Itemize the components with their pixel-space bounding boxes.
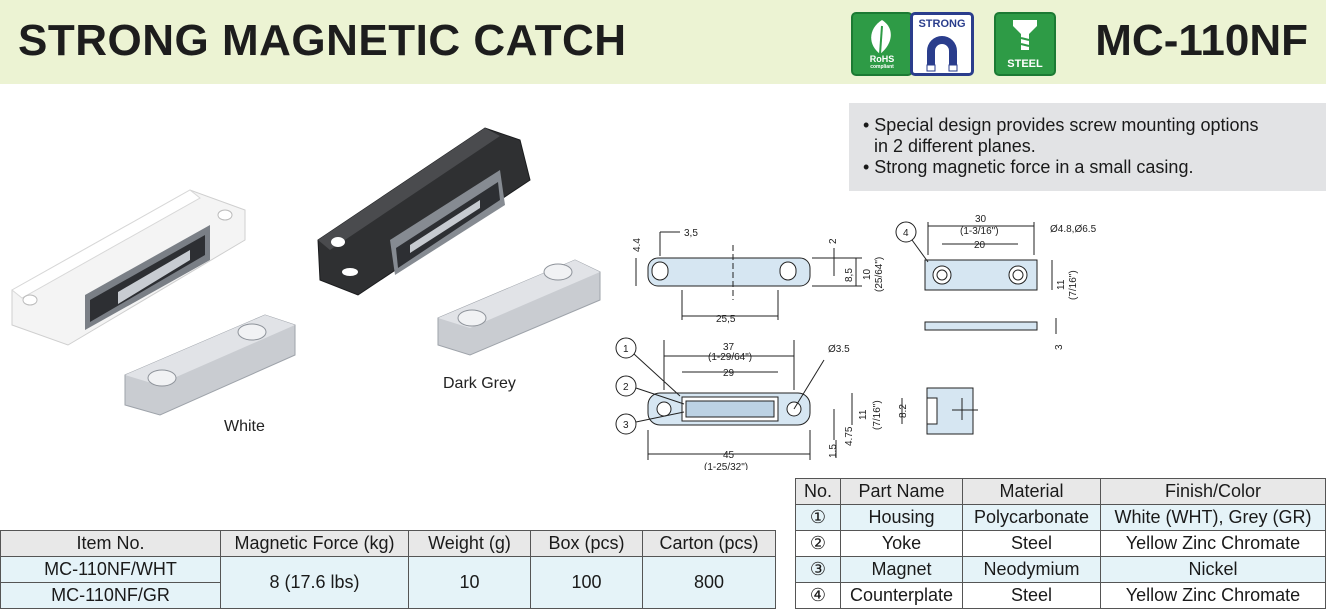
column-header: Carton (pcs) <box>642 530 776 557</box>
feature-box: • Special design provides screw mounting… <box>849 103 1326 191</box>
dim-label: 37 <box>723 342 735 353</box>
dim-label: 8,5 <box>844 268 855 282</box>
box-qty-cell: 100 <box>530 556 643 609</box>
table-row: ③ Magnet Neodymium Nickel <box>795 556 1326 583</box>
table-row: ④ Counterplate Steel Yellow Zinc Chromat… <box>795 582 1326 609</box>
material-cell: Polycarbonate <box>962 504 1101 531</box>
column-header: No. <box>795 478 841 505</box>
dim-label: 29 <box>723 368 735 379</box>
callout-number: 1 <box>623 344 629 355</box>
page-title: STRONG MAGNETIC CATCH <box>18 16 627 65</box>
grey-counterplate-image <box>437 259 601 356</box>
spec-table: Item No. Magnetic Force (kg) Weight (g) … <box>0 530 776 609</box>
rohs-label: RoHS <box>869 54 895 64</box>
table-row: ① Housing Polycarbonate White (WHT), Gre… <box>795 504 1326 531</box>
dim-label: 2 <box>828 238 839 244</box>
dim-label: Ø4.8,Ø6.5 <box>1050 224 1097 235</box>
dim-label: 11 <box>858 409 869 420</box>
header-bar: STRONG MAGNETIC CATCH RoHS compliant STR… <box>0 0 1326 84</box>
part-number-cell: ② <box>795 530 841 557</box>
column-header: Material <box>962 478 1101 505</box>
dim-label: 10 <box>862 268 873 280</box>
dim-label: 30 <box>975 214 987 225</box>
model-number: MC-110NF <box>1095 16 1308 65</box>
callout-number: 4 <box>903 228 909 239</box>
leaf-icon <box>871 20 891 55</box>
dim-label: (1-3/16") <box>960 226 999 237</box>
table-row: MC-110NF/WHT 8 (17.6 lbs) 10 100 800 <box>0 556 776 609</box>
material-cell: Neodymium <box>962 556 1101 583</box>
white-counterplate-image <box>124 314 296 416</box>
technical-drawing: 3,5 4.4 2 8,5 10 (25/64") 25,5 30 (1-3/1… <box>615 214 1097 470</box>
material-cell: Steel <box>962 582 1101 609</box>
feature-text: • Special design provides screw mounting… <box>863 115 1259 135</box>
carton-qty-cell: 800 <box>642 556 776 609</box>
feature-text-cont: in 2 different planes. <box>874 136 1036 156</box>
dim-label: 11 <box>1056 279 1067 290</box>
dim-label: 4.75 <box>844 426 855 446</box>
table-header-row: No. Part Name Material Finish/Color <box>795 478 1326 505</box>
grey-label: Dark Grey <box>443 375 516 392</box>
dim-label: 4.4 <box>632 238 643 252</box>
weight-cell: 10 <box>408 556 531 609</box>
column-header: Item No. <box>0 530 221 557</box>
magnet-icon <box>926 36 958 72</box>
dim-label: 3,5 <box>684 228 698 239</box>
part-number-cell: ④ <box>795 582 841 609</box>
callout-number: 3 <box>623 420 629 431</box>
part-name-cell: Housing <box>840 504 963 531</box>
finish-cell: White (WHT), Grey (GR) <box>1100 504 1326 531</box>
rohs-badge: RoHS compliant <box>851 12 913 76</box>
table-header-row: Item No. Magnetic Force (kg) Weight (g) … <box>0 530 776 557</box>
feature-item: • Special design provides screw mounting… <box>863 115 1326 157</box>
dim-label: (1-29/64") <box>708 352 752 363</box>
finish-cell: Nickel <box>1100 556 1326 583</box>
dim-label: (7/16") <box>872 400 883 430</box>
screw-icon <box>1013 20 1037 50</box>
dim-label: Ø3.5 <box>828 344 850 355</box>
strong-badge: STRONG <box>910 12 974 76</box>
item-number-cell: MC-110NF/GR <box>0 582 221 609</box>
column-header: Magnetic Force (kg) <box>220 530 409 557</box>
column-header: Part Name <box>840 478 963 505</box>
steel-label: STEEL <box>1007 58 1043 70</box>
grey-catch-image <box>317 127 531 296</box>
dim-label: (25/64") <box>874 257 885 292</box>
callout-number: 2 <box>623 382 629 393</box>
parts-table: No. Part Name Material Finish/Color ① Ho… <box>795 478 1326 609</box>
column-header: Box (pcs) <box>530 530 643 557</box>
column-header: Weight (g) <box>408 530 531 557</box>
part-number-cell: ③ <box>795 556 841 583</box>
item-number-cell: MC-110NF/WHT <box>0 556 221 583</box>
rohs-sublabel: compliant <box>870 64 894 70</box>
dim-label: 1.5 <box>828 444 839 458</box>
dim-label: 3 <box>1054 344 1065 350</box>
table-row: ② Yoke Steel Yellow Zinc Chromate <box>795 530 1326 557</box>
magnetic-force-cell: 8 (17.6 lbs) <box>220 556 409 609</box>
dim-label: (7/16") <box>1068 270 1079 300</box>
dim-label: (1-25/32") <box>704 462 748 470</box>
part-name-cell: Counterplate <box>840 582 963 609</box>
finish-cell: Yellow Zinc Chromate <box>1100 530 1326 557</box>
strong-label: STRONG <box>918 18 966 30</box>
dim-label: 25,5 <box>716 314 736 325</box>
dim-label: 8.2 <box>898 404 909 418</box>
finish-cell: Yellow Zinc Chromate <box>1100 582 1326 609</box>
dim-label: 20 <box>974 240 986 251</box>
part-name-cell: Magnet <box>840 556 963 583</box>
feature-item: • Strong magnetic force in a small casin… <box>863 157 1194 177</box>
table-row: MC-110NF/GR <box>0 582 776 609</box>
material-cell: Steel <box>962 530 1101 557</box>
part-number-cell: ① <box>795 504 841 531</box>
column-header: Finish/Color <box>1100 478 1326 505</box>
part-name-cell: Yoke <box>840 530 963 557</box>
white-label: White <box>224 418 265 435</box>
product-photo <box>11 127 601 416</box>
dim-label: 45 <box>723 450 735 461</box>
white-catch-image <box>11 189 246 346</box>
steel-badge: STEEL <box>994 12 1056 76</box>
